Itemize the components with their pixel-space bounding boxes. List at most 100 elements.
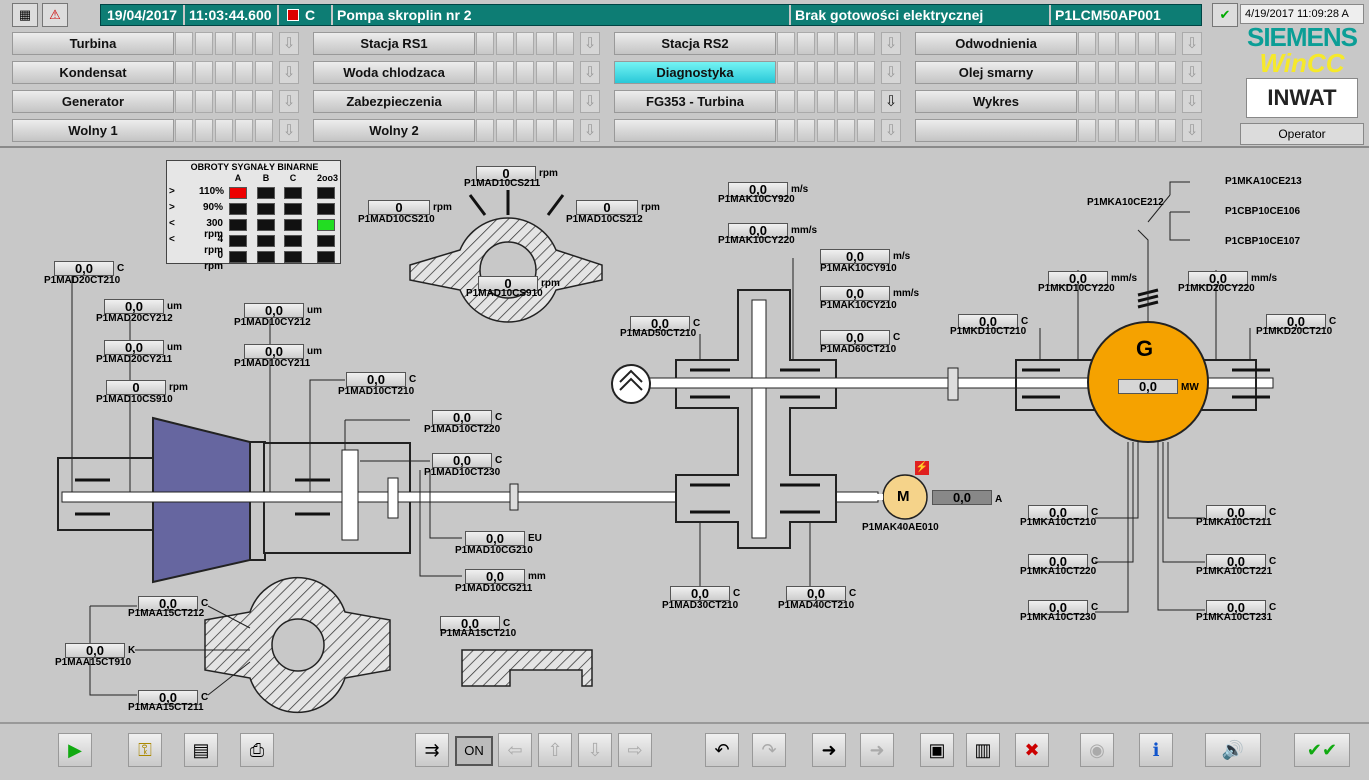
nav-slot[interactable] (857, 32, 875, 55)
save-icon[interactable]: ▥ (966, 733, 1000, 767)
nav-slot[interactable] (175, 32, 193, 55)
measurement-value[interactable]: 0,0 (958, 314, 1018, 329)
measurement-value[interactable]: 0,0 (728, 182, 788, 197)
nav-slot[interactable] (797, 119, 815, 142)
info-icon[interactable]: ℹ (1139, 733, 1173, 767)
redo-icon[interactable]: ↷ (752, 733, 786, 767)
nav-dropdown-icon[interactable]: ⇩ (279, 32, 299, 55)
current-user[interactable]: Operator (1240, 123, 1364, 145)
nav-dropdown-icon[interactable]: ⇩ (881, 119, 901, 142)
measurement-value[interactable]: 0,0 (138, 596, 198, 611)
generator-power-value[interactable]: 0,0 (1118, 379, 1178, 394)
view-icon[interactable]: ◉ (1080, 733, 1114, 767)
measurement-value[interactable]: 0,0 (1028, 554, 1088, 569)
arrow-up-icon[interactable]: ⇧ (538, 733, 572, 767)
nav-slot[interactable] (235, 90, 253, 113)
nav-slot[interactable] (235, 61, 253, 84)
alarm-status-line[interactable]: 19/04/2017 11:03:44.600 C Pompa skroplin… (100, 4, 1202, 26)
nav-slot[interactable] (195, 32, 213, 55)
measurement-value[interactable]: 0,0 (728, 223, 788, 238)
nav-button[interactable]: Woda chlodzaca (313, 61, 475, 84)
nav-slot[interactable] (215, 119, 233, 142)
measurement-value[interactable]: 0,0 (1206, 554, 1266, 569)
nav-slot[interactable] (837, 32, 855, 55)
nav-slot[interactable] (536, 90, 554, 113)
nav-dropdown-icon[interactable]: ⇩ (881, 90, 901, 113)
nav-slot[interactable] (556, 61, 574, 84)
play-icon[interactable]: ▶ (58, 733, 92, 767)
nav-slot[interactable] (516, 90, 534, 113)
nav-slot[interactable] (817, 61, 835, 84)
measurement-value[interactable]: 0,0 (104, 299, 164, 314)
print-icon[interactable]: ⎙ (240, 733, 274, 767)
measurement-value[interactable]: 0,0 (465, 569, 525, 584)
acknowledge-icon[interactable]: ✔ (1212, 3, 1238, 27)
measurement-value[interactable]: 0,0 (244, 303, 304, 318)
measurement-value[interactable]: 0,0 (630, 316, 690, 331)
nav-slot[interactable] (1138, 32, 1156, 55)
arrow-left-icon[interactable]: ⇦ (498, 733, 532, 767)
nav-slot[interactable] (777, 119, 795, 142)
nav-slot[interactable] (516, 32, 534, 55)
nav-slot[interactable] (837, 90, 855, 113)
nav-button[interactable]: Zabezpieczenia (313, 90, 475, 113)
nav-slot[interactable] (1118, 61, 1136, 84)
report-icon[interactable]: ▤ (184, 733, 218, 767)
nav-dropdown-icon[interactable]: ⇩ (1182, 61, 1202, 84)
nav-slot[interactable] (496, 61, 514, 84)
nav-button[interactable]: Turbina (12, 32, 174, 55)
nav-slot[interactable] (476, 119, 494, 142)
measurement-value[interactable]: 0,0 (244, 344, 304, 359)
nav-button[interactable]: Kondensat (12, 61, 174, 84)
nav-slot[interactable] (516, 61, 534, 84)
measurement-value[interactable]: 0 (368, 200, 430, 215)
nav-slot[interactable] (215, 32, 233, 55)
alarm-warning-icon[interactable]: ⚠ (42, 3, 68, 27)
nav-slot[interactable] (556, 32, 574, 55)
nav-button[interactable]: Wykres (915, 90, 1077, 113)
nav-slot[interactable] (215, 90, 233, 113)
nav-slot[interactable] (255, 90, 273, 113)
nav-slot[interactable] (1158, 32, 1176, 55)
measurement-value[interactable]: 0,0 (54, 261, 114, 276)
nav-slot[interactable] (235, 32, 253, 55)
nav-slot[interactable] (195, 90, 213, 113)
nav-button[interactable]: Stacja RS1 (313, 32, 475, 55)
nav-button[interactable] (915, 119, 1077, 142)
measurement-value[interactable]: 0,0 (346, 372, 406, 387)
key-icon[interactable]: ⚿ (128, 733, 162, 767)
nav-slot[interactable] (476, 90, 494, 113)
nav-slot[interactable] (255, 32, 273, 55)
measurement-value[interactable]: 0,0 (820, 330, 890, 345)
nav-slot[interactable] (1078, 61, 1096, 84)
nav-slot[interactable] (797, 90, 815, 113)
nav-slot[interactable] (1138, 61, 1156, 84)
delete-icon[interactable]: ✖ (1015, 733, 1049, 767)
nav-button[interactable]: Wolny 1 (12, 119, 174, 142)
nav-slot[interactable] (1098, 90, 1116, 113)
nav-slot[interactable] (1158, 119, 1176, 142)
nav-slot[interactable] (857, 119, 875, 142)
nav-button[interactable]: FG353 - Turbina (614, 90, 776, 113)
nav-slot[interactable] (536, 119, 554, 142)
nav-slot[interactable] (1098, 61, 1116, 84)
measurement-value[interactable]: 0,0 (138, 690, 198, 705)
motor-current-value[interactable]: 0,0 (932, 490, 992, 505)
nav-slot[interactable] (837, 119, 855, 142)
nav-slot[interactable] (516, 119, 534, 142)
nav-dropdown-icon[interactable]: ⇩ (580, 90, 600, 113)
nav-slot[interactable] (1098, 32, 1116, 55)
nav-dropdown-icon[interactable]: ⇩ (881, 61, 901, 84)
nav-slot[interactable] (1138, 90, 1156, 113)
nav-slot[interactable] (777, 90, 795, 113)
nav-slot[interactable] (536, 61, 554, 84)
measurement-value[interactable]: 0,0 (465, 531, 525, 546)
nav-dropdown-icon[interactable]: ⇩ (279, 90, 299, 113)
nav-slot[interactable] (496, 90, 514, 113)
open-folder-icon[interactable]: ▣ (920, 733, 954, 767)
acknowledge-all-icon[interactable]: ✔✔ (1294, 733, 1350, 767)
nav-button[interactable]: Wolny 2 (313, 119, 475, 142)
measurement-value[interactable]: 0 (476, 166, 536, 181)
nav-slot[interactable] (1118, 90, 1136, 113)
nav-slot[interactable] (797, 32, 815, 55)
